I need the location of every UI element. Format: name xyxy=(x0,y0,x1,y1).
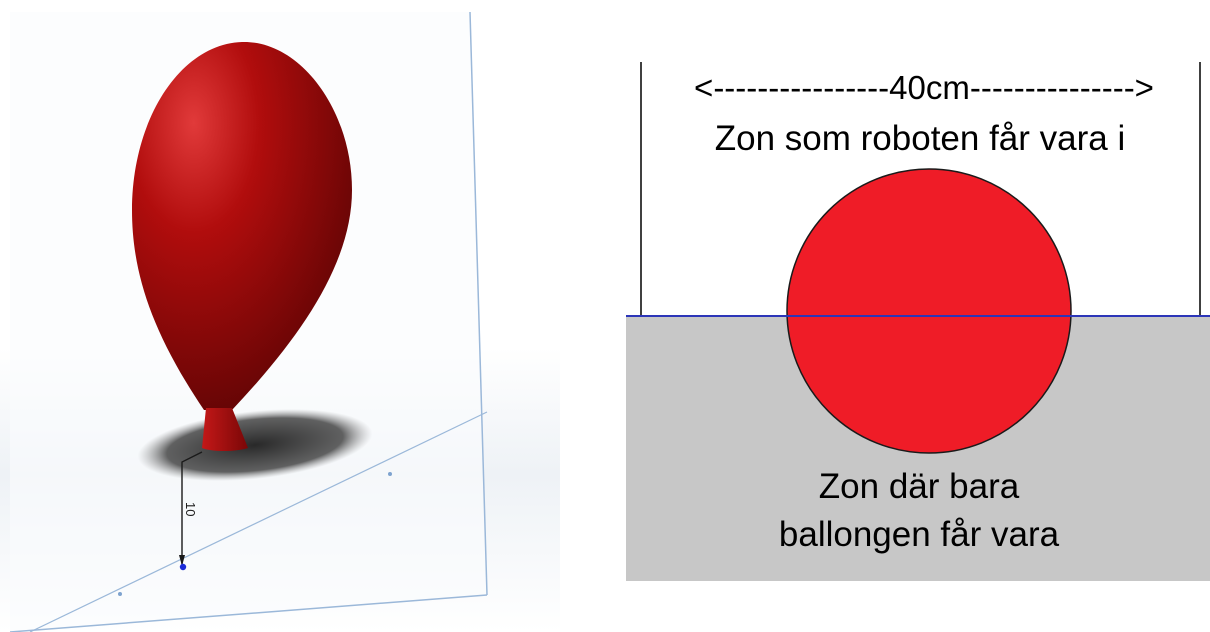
anchor-point xyxy=(179,563,187,571)
balloon-body xyxy=(132,41,352,411)
plane-edge-bottom xyxy=(9,594,488,632)
width-label: <----------------40cm---------------> xyxy=(694,69,1154,106)
balloon-circle xyxy=(786,168,1072,454)
balloon-3d-view: 10 xyxy=(0,0,560,632)
balloon-shadow xyxy=(137,409,373,481)
balloon-3d-svg: 10 xyxy=(0,0,560,632)
balloon-knot xyxy=(202,408,248,451)
plane-edge-diagonal xyxy=(29,411,488,632)
zone-diagram: <----------------40cm---------------> Zo… xyxy=(600,0,1210,632)
balloon-zone-label-line1: Zon där bara xyxy=(819,467,1020,506)
plane-marker xyxy=(388,472,392,476)
dimension-line xyxy=(181,451,203,566)
plane-edge-right xyxy=(469,11,488,596)
plane-marker xyxy=(118,592,122,596)
dimension-arrow xyxy=(179,555,185,566)
balloon-zone-label-line2: ballongen får vara xyxy=(779,515,1060,554)
robot-zone-label: Zon som roboten får vara i xyxy=(715,119,1125,158)
zone-diagram-svg: <----------------40cm---------------> Zo… xyxy=(626,62,1210,581)
dimension-label: 10 xyxy=(183,502,198,516)
